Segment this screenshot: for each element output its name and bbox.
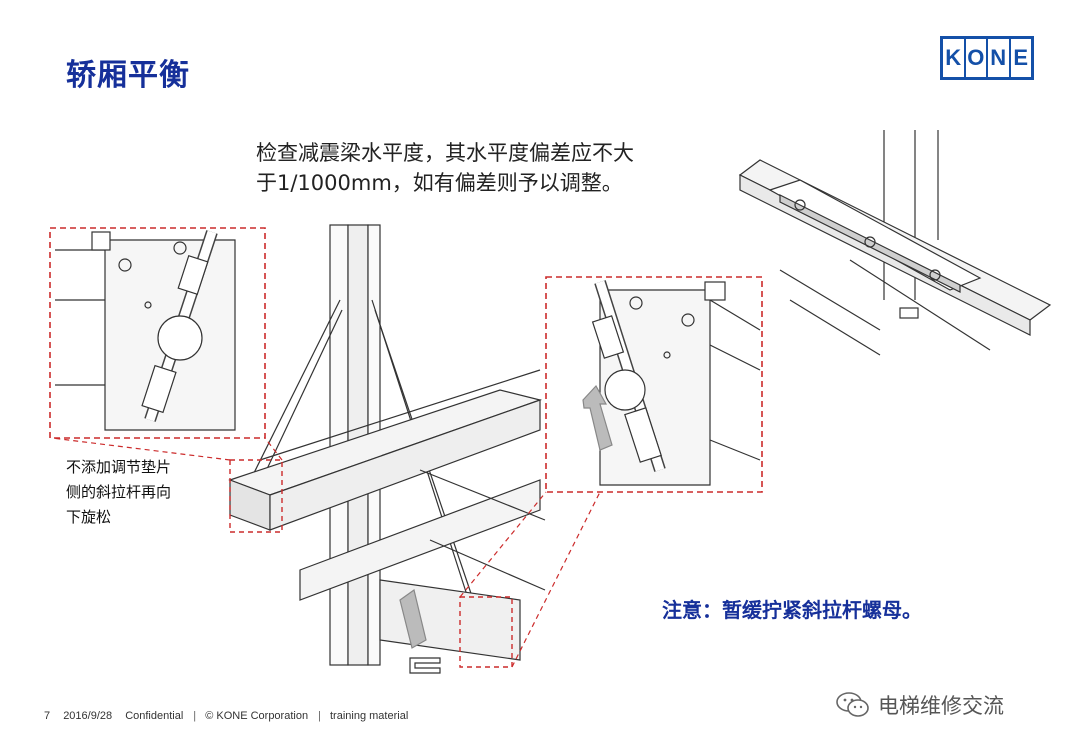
logo-letter-o: O bbox=[965, 39, 986, 77]
logo-letter-e: E bbox=[1010, 39, 1031, 77]
car-frame-illustration bbox=[228, 224, 546, 674]
left-bracket-illustration bbox=[55, 230, 236, 431]
kone-logo: K O N E bbox=[940, 36, 1034, 80]
logo-letter-n: N bbox=[988, 39, 1009, 77]
slide-footer: 7 2016/9/28 Confidential | © KONE Corpora… bbox=[44, 710, 418, 722]
warning-note: 注意：暂缓拧紧斜拉杆螺母。 bbox=[662, 598, 922, 622]
footer-separator: | bbox=[193, 710, 197, 722]
watermark-text: 电梯维修交流 bbox=[878, 694, 1004, 718]
level-beam-illustration bbox=[738, 130, 1052, 356]
footer-separator: | bbox=[318, 710, 321, 722]
footer-material: training material bbox=[330, 710, 409, 722]
logo-letter-k: K bbox=[943, 39, 964, 77]
right-bracket-illustration bbox=[582, 280, 761, 486]
footer-date: 2016/9/28 bbox=[63, 710, 113, 722]
callout-box-right bbox=[459, 596, 513, 668]
side-note-line-1: 不添加调节垫片 bbox=[66, 458, 172, 476]
wechat-watermark: 电梯维修交流 bbox=[836, 690, 1004, 720]
footer-confidential: Confidential bbox=[125, 710, 184, 722]
page-number: 7 bbox=[44, 710, 51, 722]
side-note-line-3: 下旋松 bbox=[66, 508, 112, 526]
side-note-line-2: 侧的斜拉杆再向 bbox=[66, 483, 172, 501]
footer-company: © KONE Corporation bbox=[205, 710, 309, 722]
side-note: 不添加调节垫片 侧的斜拉杆再向 下旋松 bbox=[66, 455, 216, 530]
wechat-icon bbox=[836, 692, 869, 717]
description-line-2: 于1/1000mm，如有偏差则予以调整。 bbox=[256, 171, 623, 195]
detail-box-left bbox=[49, 227, 266, 439]
callout-box-left bbox=[229, 459, 283, 533]
description-line-1: 检查减震梁水平度，其水平度偏差应不大 bbox=[256, 141, 634, 165]
slide-title: 轿厢平衡 bbox=[66, 58, 190, 93]
detail-box-right bbox=[545, 276, 763, 493]
description-text: 检查减震梁水平度，其水平度偏差应不大 于1/1000mm，如有偏差则予以调整。 bbox=[256, 138, 716, 198]
